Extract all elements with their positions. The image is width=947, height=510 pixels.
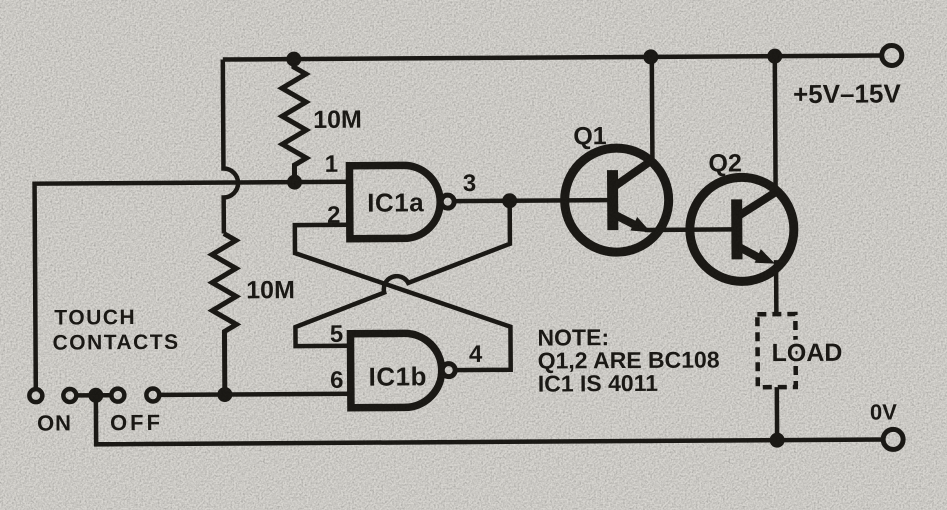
scanned-page: +5V–15V 0V 10M 10M IC1a IC1b 1 2 3 4 5 6… bbox=[0, 0, 947, 510]
circuit-diagram: +5V–15V 0V 10M 10M IC1a IC1b 1 2 3 4 5 6… bbox=[0, 0, 947, 510]
paper-grain-overlay bbox=[0, 0, 947, 510]
